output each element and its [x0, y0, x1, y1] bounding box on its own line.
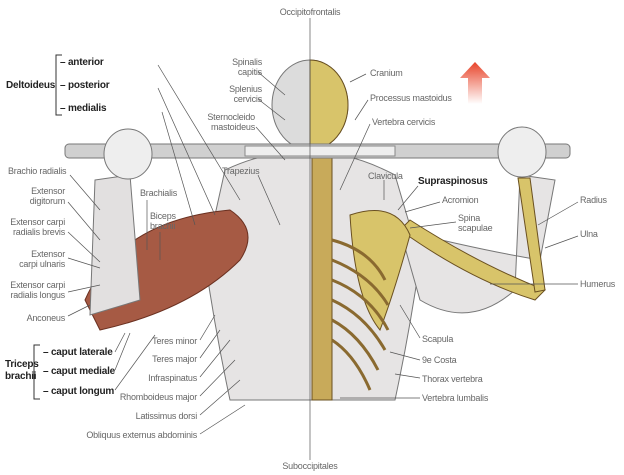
label-obliquus-externus: Obliquus externus abdominis	[86, 430, 197, 440]
triceps-laterale: – caput laterale	[43, 347, 113, 358]
label-line: Spina	[458, 213, 481, 223]
label-radius: Radius	[580, 195, 607, 205]
label-line: mastoideus	[210, 122, 255, 132]
label-line: capitis	[237, 67, 262, 77]
label-line: Extensor carpi	[10, 280, 65, 290]
triceps-title-2: brachii	[5, 371, 37, 382]
triceps-mediale: – caput mediale	[43, 366, 116, 377]
label-brachialis: Brachialis	[140, 188, 178, 198]
label-humerus: Humerus	[580, 279, 616, 289]
triceps-title-1: Triceps	[5, 359, 39, 370]
label-line: digitorum	[29, 196, 65, 206]
label-trapezius: Trapezius	[222, 166, 260, 176]
label-teres-major: Teres major	[152, 354, 197, 364]
radius-ulna-bones	[517, 177, 546, 293]
label-teres-minor: Teres minor	[152, 336, 197, 346]
label-line: Sternocleido	[207, 112, 255, 122]
label-line: cervicis	[233, 94, 263, 104]
leader-lines	[67, 18, 579, 460]
label-line: scapulae	[458, 223, 493, 233]
label-line: Extensor carpi	[10, 217, 65, 227]
label-9e-costa: 9e Costa	[422, 355, 457, 365]
label-rhomboideus-major: Rhomboideus major	[119, 392, 197, 402]
label-vertebra-cervicis: Vertebra cervicis	[372, 117, 436, 127]
label-vertebra-lumbalis: Vertebra lumbalis	[422, 393, 489, 403]
label-cranium: Cranium	[370, 68, 403, 78]
right-arm	[399, 174, 556, 314]
triceps-longum: – caput longum	[43, 386, 115, 397]
label-line: Extensor	[31, 249, 65, 259]
ribs	[331, 238, 390, 391]
label-thorax-vertebra: Thorax vertebra	[422, 374, 483, 384]
label-line: Spinalis	[232, 57, 262, 67]
label-anconeus: Anconeus	[26, 313, 66, 323]
label-line: brachii	[150, 221, 176, 231]
label-line: carpi ulnaris	[19, 259, 65, 269]
cranium-bone	[309, 59, 349, 151]
label-line: radialis longus	[10, 290, 65, 300]
label-supraspinosus: Supraspinosus	[418, 176, 488, 187]
label-scapula: Scapula	[422, 334, 454, 344]
label-processus-mastoidus: Processus mastoidus	[370, 93, 452, 103]
label-infraspinatus: Infraspinatus	[148, 373, 197, 383]
deltoideus-anterior: – anterior	[60, 57, 104, 68]
label-line: Extensor	[31, 186, 65, 196]
spine	[311, 149, 333, 401]
label-occipitofrontalis: Occipitofrontalis	[279, 7, 341, 17]
deltoideus-posterior: – posterior	[60, 80, 110, 91]
label-latissimus-dorsi: Latissimus dorsi	[135, 411, 198, 421]
right-fist	[497, 126, 547, 178]
up-arrow-icon	[460, 62, 490, 104]
label-suboccipitales: Suboccipitales	[282, 461, 338, 471]
label-ulna: Ulna	[580, 229, 598, 239]
deltoideus-medialis: – medialis	[60, 103, 107, 114]
deltoideus-title: Deltoideus	[6, 80, 56, 91]
label-acromion: Acromion	[442, 195, 479, 205]
label-line: radialis brevis	[12, 227, 65, 237]
left-fist	[103, 128, 153, 180]
label-line: Splenius	[229, 84, 262, 94]
label-line: Biceps	[150, 211, 176, 221]
label-brachio-radialis: Brachio radialis	[8, 166, 67, 176]
left-forearm	[89, 174, 141, 316]
label-clavicula: Clavicula	[368, 171, 403, 181]
